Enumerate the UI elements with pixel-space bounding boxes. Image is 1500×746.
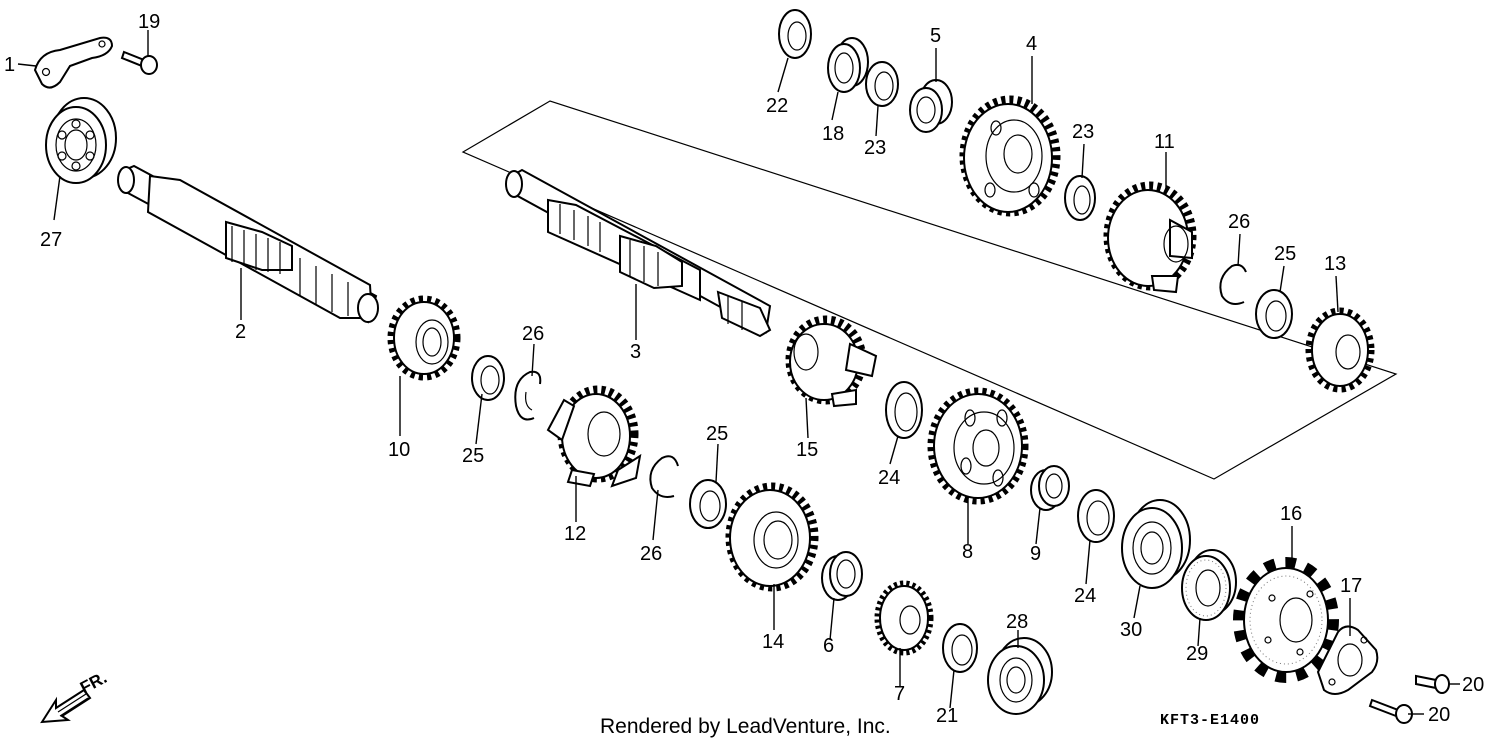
part-13-gear [1305,307,1375,393]
callout-28: 28 [1006,611,1028,633]
callout-7: 7 [894,683,905,705]
part-4-gear [959,95,1061,217]
callout-labels: 1 19 27 2 3 10 25 26 12 26 25 14 6 7 21 … [4,11,1484,727]
callout-13: 13 [1324,253,1346,275]
callout-11: 11 [1154,131,1175,153]
part-7-gear [874,580,934,656]
callout-2: 2 [235,321,246,343]
part-26-circlip-a [514,370,542,421]
part-20-bolt-a [1415,674,1450,694]
part-25-washer-a [471,355,505,401]
part-26-circlip-b [649,455,679,498]
callout-17: 17 [1340,575,1362,597]
part-18-bearing [827,37,869,93]
callout-23-a: 23 [864,137,886,159]
callout-8: 8 [962,541,973,563]
part-8-gear [927,387,1029,505]
callout-1: 1 [4,54,15,76]
part-24-washer-a [885,381,923,439]
part-26-circlip-c [1219,263,1247,305]
part-24-washer-b [1077,489,1115,543]
part-23-washer-b [1064,175,1096,221]
callout-19: 19 [138,11,160,33]
part-2-mainshaft [117,164,379,324]
callout-22: 22 [766,95,788,117]
part-15-gear [785,315,878,408]
callout-25-a: 25 [462,445,484,467]
part-3-countershaft [505,168,772,338]
callout-26-a: 26 [522,323,544,345]
part-10-gear [387,295,461,381]
callout-27: 27 [40,229,62,251]
part-11-gear [1103,181,1197,294]
callout-18: 18 [822,123,844,145]
part-5-bushing [909,79,953,133]
part-12-gear [546,385,642,488]
leader-lines [17,30,1460,715]
callout-10: 10 [388,439,410,461]
front-arrow-icon [40,688,92,724]
callout-6: 6 [823,635,834,657]
part-6-bushing [821,551,863,601]
callout-20-a: 20 [1462,674,1484,696]
part-23-washer-a [865,61,899,107]
callout-15: 15 [796,439,818,461]
credit-text: Rendered by LeadVenture, Inc. [600,715,891,738]
part-25-washer-c [1255,289,1293,339]
front-direction-indicator: FR. [40,668,110,724]
part-1-setting-plate [33,36,114,89]
callout-12: 12 [564,523,586,545]
callout-26-c: 26 [1228,211,1250,233]
callout-4: 4 [1026,33,1037,55]
callout-14: 14 [762,631,784,653]
countershaft-group-outline [461,100,1398,480]
callout-29: 29 [1186,643,1208,665]
part-27-bearing [45,97,117,184]
callout-25-c: 25 [1274,243,1296,265]
part-19-bolt [120,50,158,75]
diagram-code: KFT3-E1400 [1160,712,1260,729]
callout-3: 3 [630,341,641,363]
callout-9: 9 [1030,543,1041,565]
part-28-bearing [987,637,1053,715]
part-21-washer [942,623,978,673]
part-20-bolt-b [1368,698,1413,724]
part-22-washer [778,9,812,59]
part-17-fixing-plate [1316,625,1379,695]
part-14-gear [725,482,819,592]
callout-20-b: 20 [1428,704,1450,726]
callout-23-b: 23 [1072,121,1094,143]
part-29-oil-seal [1181,549,1237,621]
callout-5: 5 [930,25,941,47]
callout-26-b: 26 [640,543,662,565]
part-25-washer-b [689,479,727,529]
part-30-bearing [1121,499,1191,589]
callout-30: 30 [1120,619,1142,641]
callout-21: 21 [936,705,958,727]
callout-16: 16 [1280,503,1302,525]
callout-25-b: 25 [706,423,728,445]
part-16-drive-sprocket [1233,557,1339,683]
callout-24-a: 24 [878,467,900,489]
callout-24-b: 24 [1074,585,1096,607]
part-9-bushing [1030,465,1070,511]
